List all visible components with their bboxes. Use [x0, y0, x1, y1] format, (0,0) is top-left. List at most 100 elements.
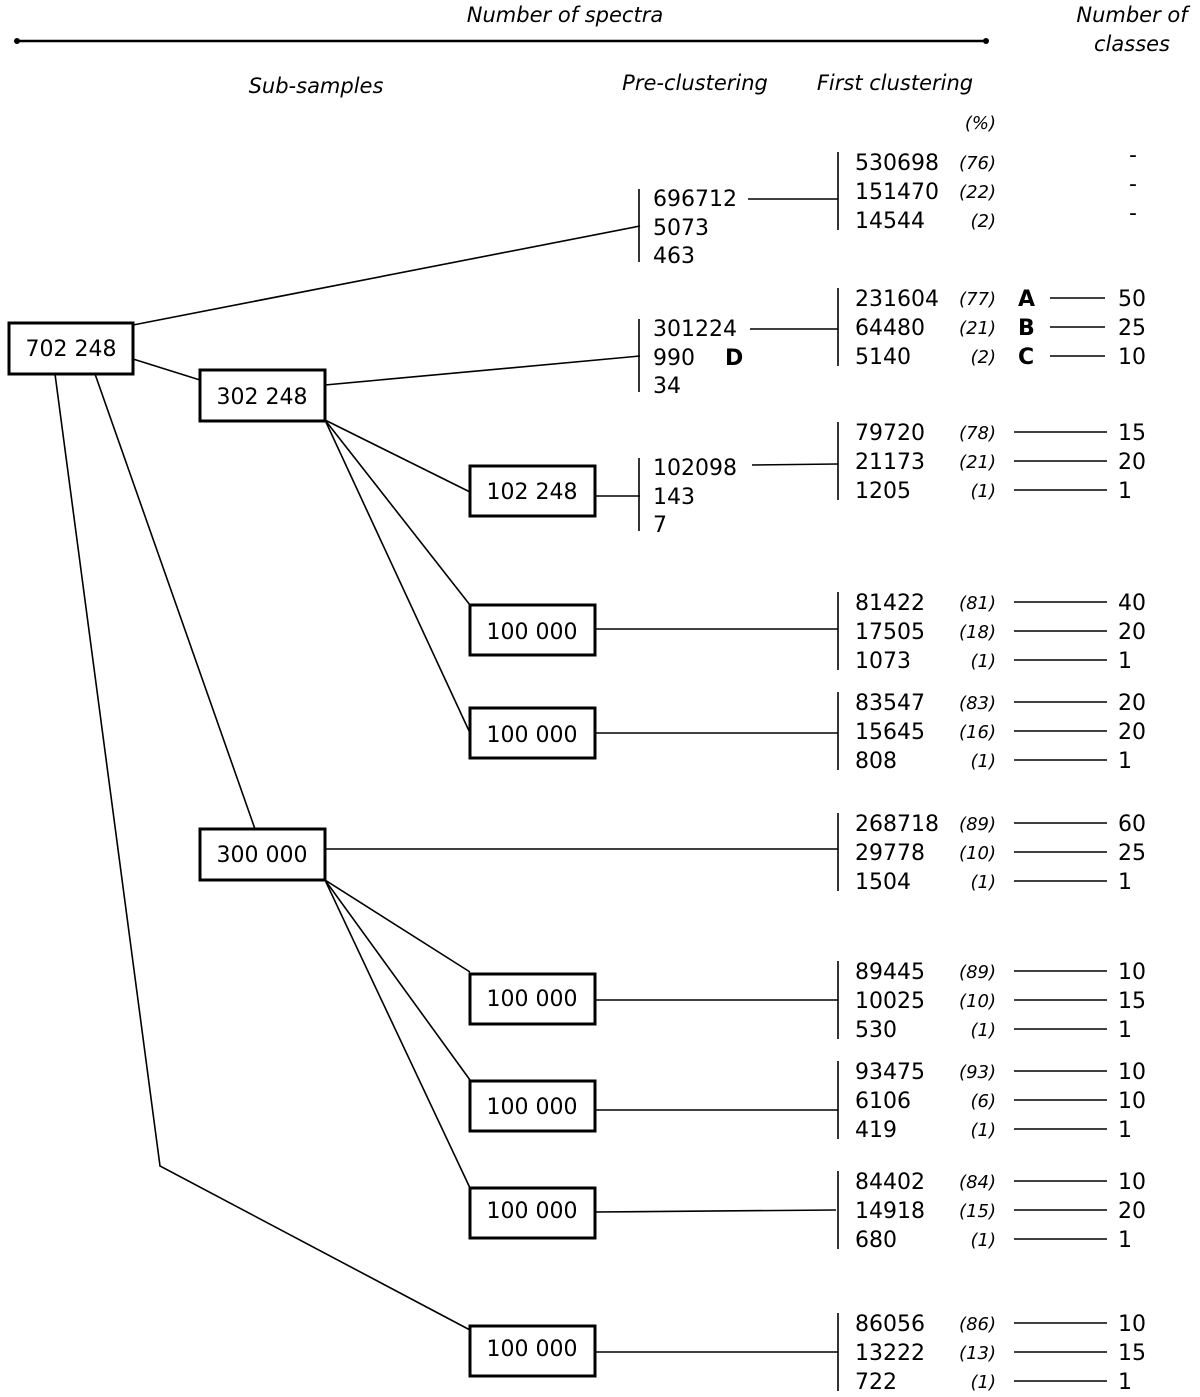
class-count: 10 — [1118, 1089, 1146, 1114]
class-count: 15 — [1118, 989, 1146, 1014]
class-count: 60 — [1118, 812, 1146, 837]
spectra-count: 29778 — [855, 841, 925, 866]
percent-value: (2) — [971, 211, 997, 232]
percent-value: (2) — [971, 347, 997, 368]
box-sub-a2: 100 000 — [468, 603, 597, 657]
connector-sub-a-a3 — [324, 419, 471, 734]
percent-value: (78) — [959, 423, 996, 444]
header-percent: (%) — [965, 113, 996, 134]
box-sub-b-label: 300 000 — [217, 843, 308, 868]
box-sub-c-label: 100 000 — [487, 1337, 578, 1362]
class-count: 1 — [1118, 1118, 1132, 1143]
box-sub-b: 300 000 — [198, 827, 327, 882]
class-count: 15 — [1118, 421, 1146, 446]
spectra-count: 1504 — [855, 870, 911, 895]
header-pre-clustering: Pre-clustering — [622, 71, 768, 95]
percent-value: (22) — [959, 182, 996, 203]
connector-sub-b-b3 — [324, 879, 471, 1189]
preclust-root-group: 696712 5073 463 — [653, 187, 737, 269]
percent-value: (81) — [959, 593, 996, 614]
preclust-root-value: 5073 — [653, 216, 709, 241]
header-number-of-classes-line1: Number of — [1076, 3, 1191, 27]
percent-value: (21) — [959, 452, 996, 473]
percent-value: (6) — [971, 1091, 997, 1112]
first-clustering-groups: 530698(76)-151470(22)-14544(2)-231604(77… — [837, 143, 1146, 1395]
preclust-sub-a-group: 301224 990 34 D — [653, 317, 743, 399]
percent-value: (1) — [971, 872, 997, 893]
box-sub-b3-label: 100 000 — [487, 1199, 578, 1224]
percent-value: (1) — [971, 1120, 997, 1141]
header-number-of-classes-line2: classes — [1094, 32, 1170, 56]
percent-value: (84) — [959, 1172, 996, 1193]
spectra-count: 419 — [855, 1118, 897, 1143]
box-sub-a-label: 302 248 — [217, 385, 308, 410]
preclust-sub-a-value: 990 — [653, 346, 695, 371]
connector-b3-first — [594, 1209, 837, 1213]
percent-value: (1) — [971, 1372, 997, 1393]
class-count: 10 — [1118, 960, 1146, 985]
class-count: 1 — [1118, 870, 1132, 895]
preclust-sub-a-value: 34 — [653, 374, 681, 399]
box-root-label: 702 248 — [26, 337, 117, 362]
percent-value: (10) — [959, 843, 996, 864]
percent-value: (18) — [959, 622, 996, 643]
header-sub-samples: Sub-samples — [249, 74, 384, 98]
spectra-count: 84402 — [855, 1170, 925, 1195]
spectra-count: 722 — [855, 1370, 897, 1395]
spectra-count: 14918 — [855, 1199, 925, 1224]
box-sub-a1-label: 102 248 — [487, 480, 578, 505]
class-count: 20 — [1118, 1199, 1146, 1224]
percent-value: (16) — [959, 722, 996, 743]
connector-sub-a-preclust — [324, 355, 641, 386]
spectra-count: 1073 — [855, 649, 911, 674]
spectra-count: 6106 — [855, 1089, 911, 1114]
class-count: 20 — [1118, 450, 1146, 475]
percent-value: (89) — [959, 962, 996, 983]
preclust-a1-value: 7 — [653, 513, 667, 538]
cluster-letter-c: C — [1018, 345, 1034, 370]
class-count: 25 — [1118, 841, 1146, 866]
percent-value: (15) — [959, 1201, 996, 1222]
percent-value: (86) — [959, 1314, 996, 1335]
box-sub-b1-label: 100 000 — [487, 987, 578, 1012]
preclust-root-value: 696712 — [653, 187, 737, 212]
spectra-count: 10025 — [855, 989, 925, 1014]
percent-value: (77) — [959, 289, 996, 310]
preclust-root-value: 463 — [653, 244, 695, 269]
preclust-a1-group: 102098 143 7 — [653, 456, 737, 538]
box-sub-c: 100 000 — [468, 1324, 597, 1378]
class-count: 1 — [1118, 1228, 1132, 1253]
box-sub-b1: 100 000 — [468, 972, 597, 1026]
box-sub-a2-label: 100 000 — [487, 620, 578, 645]
connector-sub-b-b2 — [324, 879, 471, 1081]
box-sub-a: 302 248 — [198, 368, 327, 423]
percent-value: (13) — [959, 1343, 996, 1364]
spectra-count: 268718 — [855, 812, 939, 837]
percent-value: (89) — [959, 814, 996, 835]
spectra-count: 530 — [855, 1018, 897, 1043]
connector-preclust-a1-first — [751, 463, 839, 466]
connector-root-sub-a — [132, 358, 201, 381]
spectra-count: 81422 — [855, 591, 925, 616]
spectra-count: 13222 — [855, 1341, 925, 1366]
spectra-count: 64480 — [855, 316, 925, 341]
spectra-count: 680 — [855, 1228, 897, 1253]
percent-value: (1) — [971, 1020, 997, 1041]
connector-sub-a-a1 — [324, 419, 471, 493]
spectra-count: 83547 — [855, 691, 925, 716]
connector-sub-a-a2 — [324, 419, 471, 606]
percent-value: (76) — [959, 153, 996, 174]
preclust-marker-d: D — [725, 346, 743, 371]
spectra-axis-right-dot — [983, 38, 989, 44]
class-count: - — [1129, 172, 1137, 197]
class-count: 1 — [1118, 649, 1132, 674]
class-count: - — [1129, 143, 1137, 168]
spectra-count: 17505 — [855, 620, 925, 645]
first-cluster-group-g_sub_b: 268718 (89) 60 29778 (10) 25 1504 (1) 1 — [837, 812, 1146, 895]
spectra-count: 89445 — [855, 960, 925, 985]
preclust-a1-value: 143 — [653, 485, 695, 510]
